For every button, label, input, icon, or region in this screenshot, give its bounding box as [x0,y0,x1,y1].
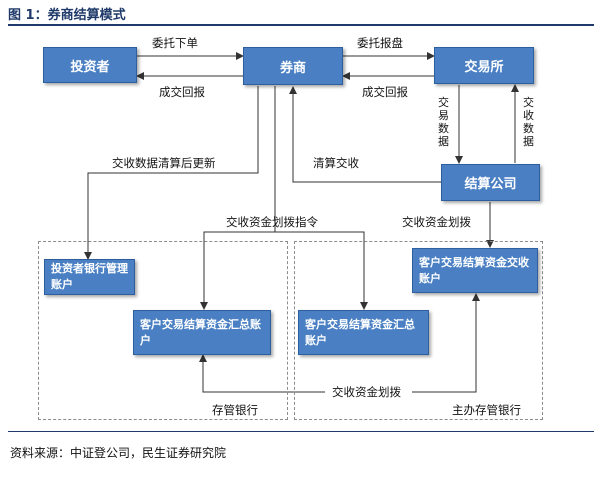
edge-label-entrust-order: 委托下单 [152,36,198,50]
edge-label-settlement-fund-transfer-1: 交收资金划拨 [402,215,471,229]
edge-clearing-settlement [289,86,441,183]
investor-node: 投资者 [43,47,137,83]
edge-label-trade-data: 交易数据 [438,96,449,148]
edge-label-transfer-instruction: 交收资金划拨指令 [226,215,318,229]
edge-label-clearing-settlement: 清算交收 [313,156,359,170]
client-settlement-receipt-account-node: 客户交易结算资金交收账户 [412,248,538,293]
custodian-bank-region [38,241,288,420]
client-settlement-pool-account-2-node: 客户交易结算资金汇总账户 [298,310,429,355]
edge-label-entrust-report: 委托报盘 [357,36,403,50]
exchange-node: 交易所 [434,47,534,84]
edge-investor-bank-update [84,86,259,260]
main-custodian-bank-region [294,241,543,420]
edge-label-execution-report-broker: 成交回报 [362,85,408,99]
edge-transfer-instruction-right [275,231,368,310]
custodian-bank-label: 存管银行 [212,403,258,417]
broker-node: 券商 [243,47,343,85]
client-settlement-pool-account-node: 客户交易结算资金汇总账户 [133,310,271,355]
clearing-company-node: 结算公司 [441,164,540,201]
edge-label-execution-report-investor: 成交回报 [159,85,205,99]
edge-fund-transfer-bottom-left [199,354,325,393]
edge-label-settlement-fund-transfer-2: 交收资金划拨 [329,384,404,400]
investor-bank-account-node: 投资者银行管理账户 [44,259,135,295]
main-custodian-bank-label: 主办存管银行 [452,403,521,417]
edge-transfer-instruction-left [200,86,276,310]
edge-label-settlement-data: 交收数据 [523,96,534,148]
title-rule [8,24,594,26]
source-rule [8,431,594,432]
figure-source: 资料来源：中证登公司，民生证券研究院 [10,446,227,460]
edge-label-settlement-data-clearing-update: 交收数据清算后更新 [112,156,216,170]
edge-fund-transfer-bottom-right [412,293,480,393]
figure-title: 图 1：券商结算模式 [8,8,126,23]
